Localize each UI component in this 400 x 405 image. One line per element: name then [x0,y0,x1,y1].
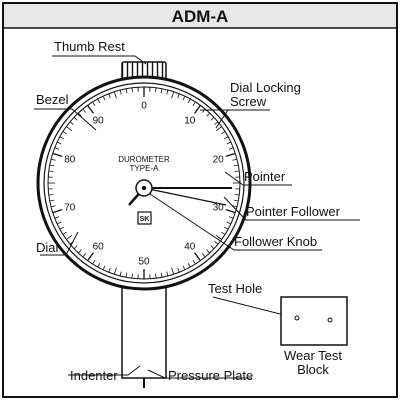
label-pointer-follower: Pointer Follower [246,204,341,219]
label-thumb-rest: Thumb Rest [54,39,125,54]
label-pressure-plate: Pressure Plate [168,368,253,383]
dial-label-80: 80 [64,154,76,165]
label-follower-knob: Follower Knob [234,234,317,249]
label-wear-test-block-1: Wear Test [284,348,342,363]
label-pointer: Pointer [244,169,286,184]
label-test-hole: Test Hole [208,281,262,296]
dial-tick [132,88,133,92]
test-hole-1 [295,316,299,320]
dial-face-text-durometer: DUROMETER [118,155,170,164]
dial-face-text-type: TYPE-A [130,164,160,173]
sk-logo-text: SK [140,216,150,223]
dial-label-90: 90 [93,115,105,126]
dial-label-40: 40 [184,242,196,253]
dial-label-10: 10 [184,115,196,126]
test-hole-2 [328,318,332,322]
label-wear-test-block-2: Block [297,362,329,377]
dial-tick [132,274,133,278]
dial-tick [235,194,239,195]
label-dial: Dial [36,240,59,255]
dial-tick [235,171,239,172]
dial-label-0: 0 [141,101,147,112]
label-dial-locking-screw-2: Screw [230,94,267,109]
label-indenter: Indenter [70,368,118,383]
pressure-plate-body [122,286,166,378]
dial-label-70: 70 [64,203,76,214]
dial-tick [49,171,53,172]
label-dial-locking-screw-1: Dial Locking [230,80,301,95]
title: ADM-A [172,7,229,26]
label-bezel: Bezel [36,92,69,107]
dial-tick [155,274,156,278]
wear-test-block [281,297,347,345]
follower-knob-center [142,186,146,190]
dial-tick [49,194,53,195]
dial-label-50: 50 [138,257,150,268]
dial-label-20: 20 [213,154,225,165]
dial-label-60: 60 [93,242,105,253]
dial-tick [155,88,156,92]
